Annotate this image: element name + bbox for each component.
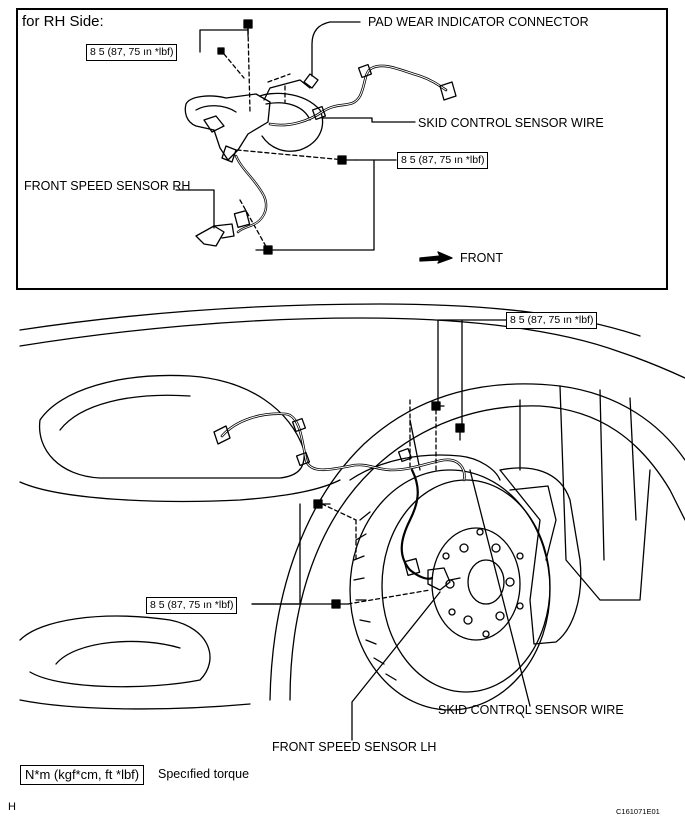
wire-connector-bottom (213, 425, 231, 445)
hub-center (467, 559, 505, 605)
grommet-rh (233, 210, 251, 228)
label-skid-control-sensor-wire-top: SKID CONTROL SENSOR WIRE (418, 116, 604, 130)
leader-pad-wear (311, 21, 361, 77)
label-front-speed-sensor-rh: FRONT SPEED SENSOR RH (24, 179, 191, 193)
wire-connector-end (439, 81, 457, 101)
front-speed-sensor-rh-body (195, 225, 225, 247)
torque-box-right: 8 5 (87, 75 ın *lbf) (397, 152, 489, 169)
bolt-lower-icon (255, 245, 273, 255)
skid-control-wire-bottom (220, 412, 466, 482)
leader-skid-wire-bottom (469, 469, 531, 707)
figure-code: C161071E01 (616, 807, 660, 816)
leader-speed-sensor-rh (175, 189, 215, 229)
bolt-left-small-icon (217, 47, 225, 55)
fender-arch (289, 405, 685, 701)
label-skid-control-sensor-wire-bottom: SKID CONTROL SENSOR WIRE (438, 703, 624, 717)
legend-unit-box: N*m (kgf*cm, ft *lbf) (20, 765, 145, 786)
brake-caliper (499, 467, 582, 645)
hub (431, 527, 521, 641)
dust-shield (259, 92, 324, 152)
headlamp (38, 374, 305, 479)
label-front-speed-sensor-lh: FRONT SPEED SENSOR LH (272, 740, 437, 754)
leader-skid-wire-top (321, 117, 416, 123)
pad-wear-connector-plug (303, 73, 319, 89)
bolt-bottom-b-icon (455, 423, 465, 441)
hood-edge (19, 317, 685, 379)
front-speed-sensor-lh-body (427, 567, 451, 591)
steering-knuckle (184, 93, 271, 161)
fog-lamp-area (19, 615, 211, 688)
speed-sensor-wire-lh (400, 468, 434, 580)
torque-box-left: 8 5 (87, 75 ın *lbf) (146, 597, 238, 614)
wire-clip-top (357, 63, 373, 79)
bolt-bottom-a-icon (431, 401, 445, 411)
front-arrow-icon (419, 251, 453, 264)
bolt-bottom-d-icon (331, 599, 349, 609)
bolt-mid-icon (337, 155, 357, 165)
footer-left-mark: H (8, 801, 16, 813)
wheel-studs (442, 528, 524, 638)
label-front: FRONT (460, 251, 504, 265)
rh-side-frame (16, 8, 668, 290)
leader-torque-right-bottom (271, 159, 375, 251)
leader-speed-sensor-lh (351, 591, 441, 741)
label-pad-wear-indicator-connector: PAD WEAR INDICATOR CONNECTOR (368, 15, 589, 29)
leader-torque-top-right-a (437, 319, 507, 403)
leader-torque-left-a (251, 503, 301, 605)
legend-description: Specıfied torque (158, 767, 250, 781)
torque-box-upper-left: 8 5 (87, 75 ın *lbf) (86, 44, 178, 61)
rh-side-title: for RH Side: (22, 13, 104, 30)
torque-box-top-right: 8 5 (87, 75 ın *lbf) (506, 312, 598, 329)
